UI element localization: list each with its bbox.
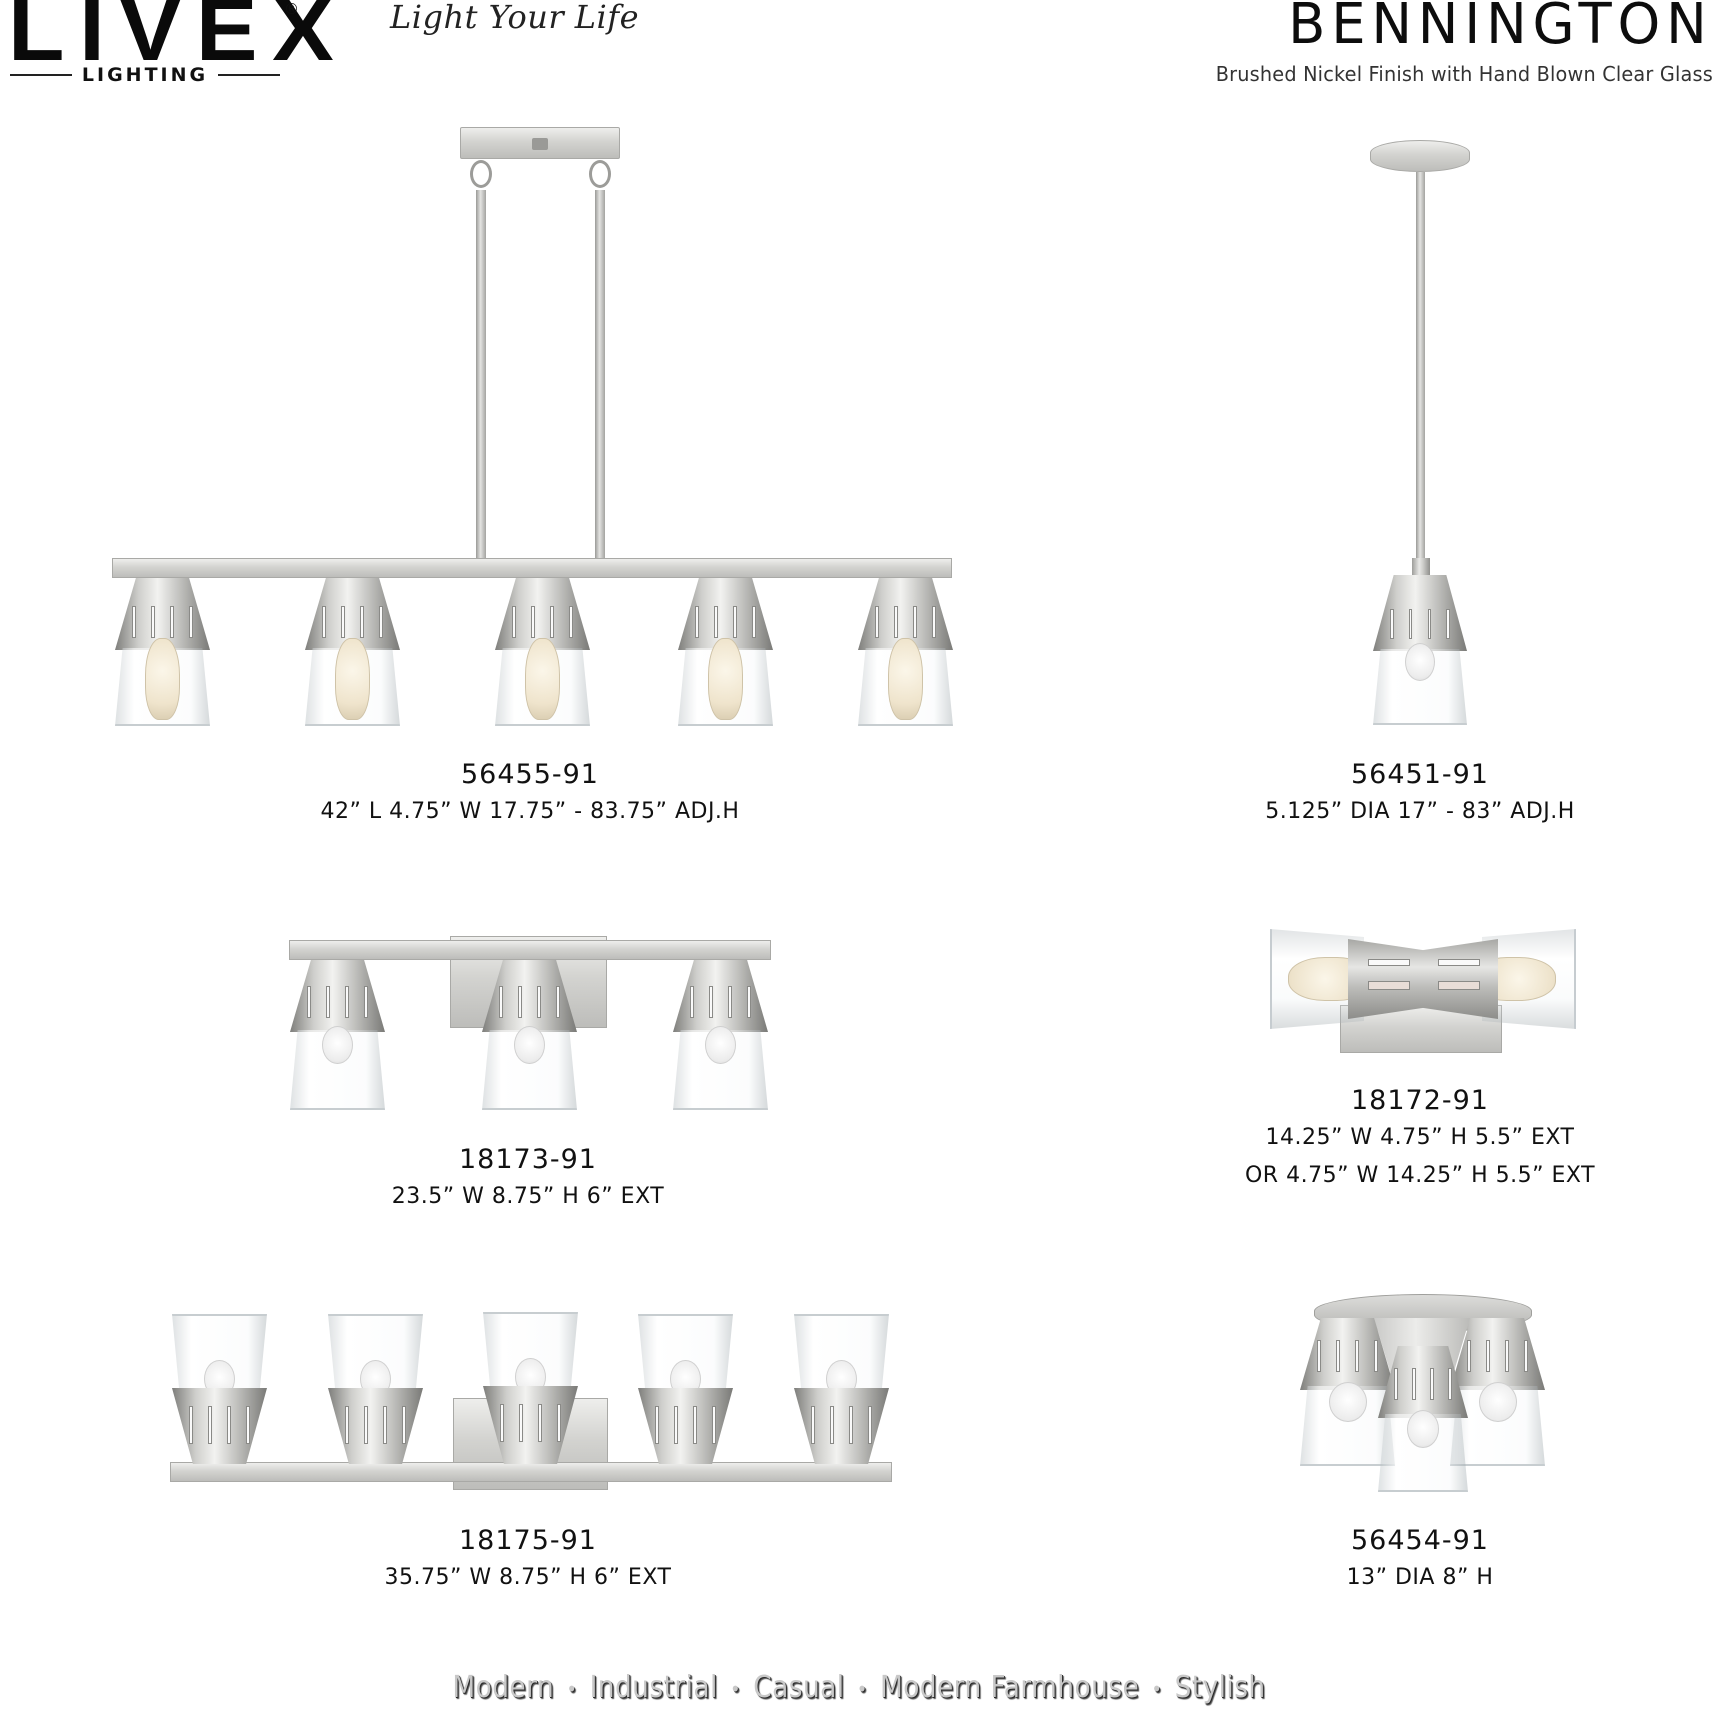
product-dimensions-alt: OR 4.75” W 14.25” H 5.5” EXT bbox=[1244, 1163, 1596, 1188]
shade bbox=[495, 578, 590, 726]
fixture-bar bbox=[112, 558, 952, 578]
shade bbox=[1300, 1318, 1395, 1466]
product-dimensions: 42” L 4.75” W 17.75” - 83.75” ADJ.H bbox=[320, 799, 740, 824]
style-tag: Casual bbox=[753, 1670, 845, 1705]
hook-loop-left bbox=[470, 160, 492, 188]
product-label-18172-91: 18172-91 14.25” W 4.75” H 5.5” EXT OR 4.… bbox=[1120, 1083, 1718, 1195]
shade-left-metal bbox=[1348, 939, 1424, 1019]
shade bbox=[638, 1314, 733, 1464]
shade bbox=[305, 578, 400, 726]
shade bbox=[673, 960, 768, 1110]
socket-cap bbox=[1412, 558, 1430, 576]
collection-subtitle: Brushed Nickel Finish with Hand Blown Cl… bbox=[1215, 62, 1713, 86]
fixture-bar bbox=[170, 1462, 892, 1482]
product-image-18173-91 bbox=[285, 930, 775, 1115]
registered-mark: ® bbox=[284, 0, 299, 18]
style-tag: Industrial bbox=[589, 1670, 718, 1705]
product-sku: 18172-91 bbox=[1351, 1085, 1489, 1116]
livex-logo-subtitle: LIGHTING bbox=[10, 64, 281, 86]
product-label-18175-91: 18175-91 35.75” W 8.75” H 6” EXT bbox=[228, 1523, 828, 1597]
logo-rule-right bbox=[218, 74, 281, 76]
shade bbox=[328, 1314, 423, 1464]
livex-logo-wordmark: LIVEX bbox=[8, 0, 349, 79]
shade bbox=[172, 1314, 267, 1464]
slot bbox=[1368, 981, 1410, 990]
product-sku: 56451-91 bbox=[1351, 759, 1489, 790]
shade bbox=[1378, 1346, 1468, 1492]
product-dimensions: 13” DIA 8” H bbox=[1346, 1565, 1494, 1590]
brand-tagline: Light Your Life bbox=[390, 0, 640, 36]
product-dimensions: 35.75” W 8.75” H 6” EXT bbox=[384, 1565, 672, 1590]
slot bbox=[1368, 959, 1410, 966]
logo-rule-left bbox=[10, 74, 72, 76]
product-image-56454-91 bbox=[1298, 1288, 1548, 1493]
style-tag: Modern Farmhouse bbox=[879, 1670, 1140, 1705]
style-tag: Stylish bbox=[1174, 1670, 1266, 1705]
separator-dot: • bbox=[730, 1676, 741, 1701]
shade bbox=[483, 1312, 578, 1464]
collection-title: BENNINGTON bbox=[1288, 0, 1713, 57]
shade bbox=[794, 1314, 889, 1464]
fixture-bar bbox=[289, 940, 771, 960]
canopy bbox=[1370, 140, 1470, 172]
logo-lighting-text: LIGHTING bbox=[81, 64, 209, 86]
rod-left bbox=[476, 190, 486, 558]
slot bbox=[1438, 981, 1480, 990]
shade bbox=[1450, 1318, 1545, 1466]
product-label-56454-91: 56454-91 13” DIA 8” H bbox=[1120, 1523, 1718, 1597]
shade bbox=[290, 960, 385, 1110]
separator-dot: • bbox=[566, 1676, 578, 1701]
shade bbox=[858, 578, 953, 726]
product-image-18175-91 bbox=[168, 1310, 893, 1495]
product-sku: 18173-91 bbox=[459, 1144, 597, 1175]
product-dimensions: 23.5” W 8.75” H 6” EXT bbox=[391, 1184, 665, 1209]
product-sku: 56455-91 bbox=[461, 759, 599, 790]
canopy-screw bbox=[532, 138, 548, 150]
product-dimensions: 5.125” DIA 17” - 83” ADJ.H bbox=[1265, 799, 1575, 824]
product-image-56451-91 bbox=[1360, 130, 1480, 730]
hook-loop-right bbox=[589, 160, 611, 188]
product-image-18172-91 bbox=[1268, 925, 1578, 1057]
shade bbox=[1373, 575, 1467, 725]
separator-dot: • bbox=[856, 1676, 868, 1701]
shade bbox=[482, 960, 577, 1110]
product-sku: 18175-91 bbox=[459, 1525, 597, 1556]
slot bbox=[1438, 959, 1480, 966]
shade bbox=[678, 578, 773, 726]
shade bbox=[115, 578, 210, 726]
shade-right-metal bbox=[1422, 939, 1498, 1019]
product-sku: 56454-91 bbox=[1351, 1525, 1489, 1556]
product-label-56455-91: 56455-91 42” L 4.75” W 17.75” - 83.75” A… bbox=[130, 757, 930, 831]
product-label-18173-91: 18173-91 23.5” W 8.75” H 6” EXT bbox=[228, 1142, 828, 1216]
pendant-rod bbox=[1416, 172, 1425, 572]
separator-dot: • bbox=[1151, 1676, 1163, 1701]
style-tag: Modern bbox=[452, 1670, 555, 1705]
style-tags-footer: Modern • Industrial • Casual • Modern Farmhous… bbox=[103, 1670, 1615, 1705]
rod-right bbox=[595, 190, 605, 558]
product-label-56451-91: 56451-91 5.125” DIA 17” - 83” ADJ.H bbox=[1120, 757, 1718, 831]
product-dimensions: 14.25” W 4.75” H 5.5” EXT bbox=[1265, 1125, 1575, 1150]
product-image-56455-91 bbox=[100, 120, 970, 740]
